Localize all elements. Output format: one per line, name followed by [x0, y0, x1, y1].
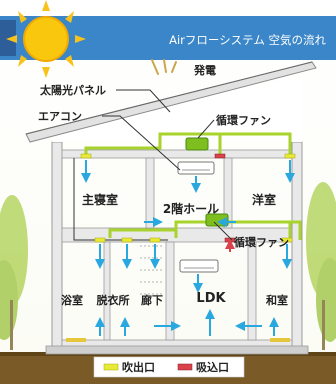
legend: 吹出口 吸込口: [93, 356, 245, 378]
room-dressing: 脱衣所: [97, 293, 130, 307]
stairs: [140, 245, 164, 295]
label-hatsuden: 発電: [193, 63, 216, 77]
airflow-arrows: [81, 160, 295, 336]
label-fan-upper: 循環ファン: [216, 113, 271, 127]
legend-inlet-label: 吸込口: [196, 360, 229, 374]
sun-icon: [6, 0, 86, 78]
room-bathroom: 浴室: [61, 293, 83, 307]
label-aircon: エアコン: [38, 110, 82, 123]
room-japanese: 和室: [266, 293, 288, 307]
header-title: Airフローシステム 空気の流れ: [169, 33, 326, 47]
circulation-duct: [84, 132, 302, 240]
room-ldk: LDK: [196, 291, 226, 306]
sunlight-rays: [151, 59, 177, 75]
circulation-fan-upper-icon: [185, 137, 209, 151]
legend-outlet-label: 吹出口: [122, 360, 155, 374]
trees-left: [0, 195, 28, 350]
legend-outlet-swatch: [103, 363, 119, 371]
leader-lines: [102, 89, 233, 241]
label-solar-panel: 太陽光パネル: [39, 83, 106, 97]
aircon-line: [73, 158, 168, 241]
outlet-vents: [80, 153, 296, 243]
room-hallway: 廊下: [141, 293, 163, 307]
label-fan-lower: 循環ファン: [234, 235, 289, 249]
room-hall-2f: 2階ホール: [163, 201, 219, 216]
aircon-2f-icon: [177, 161, 215, 175]
room-master-bedroom: 主寝室: [82, 192, 118, 207]
trees-right: [306, 182, 336, 350]
aircon-1f-icon: [179, 259, 219, 273]
room-western: 洋室: [252, 192, 276, 207]
legend-inlet-swatch: [177, 363, 193, 371]
roof: [25, 61, 317, 143]
